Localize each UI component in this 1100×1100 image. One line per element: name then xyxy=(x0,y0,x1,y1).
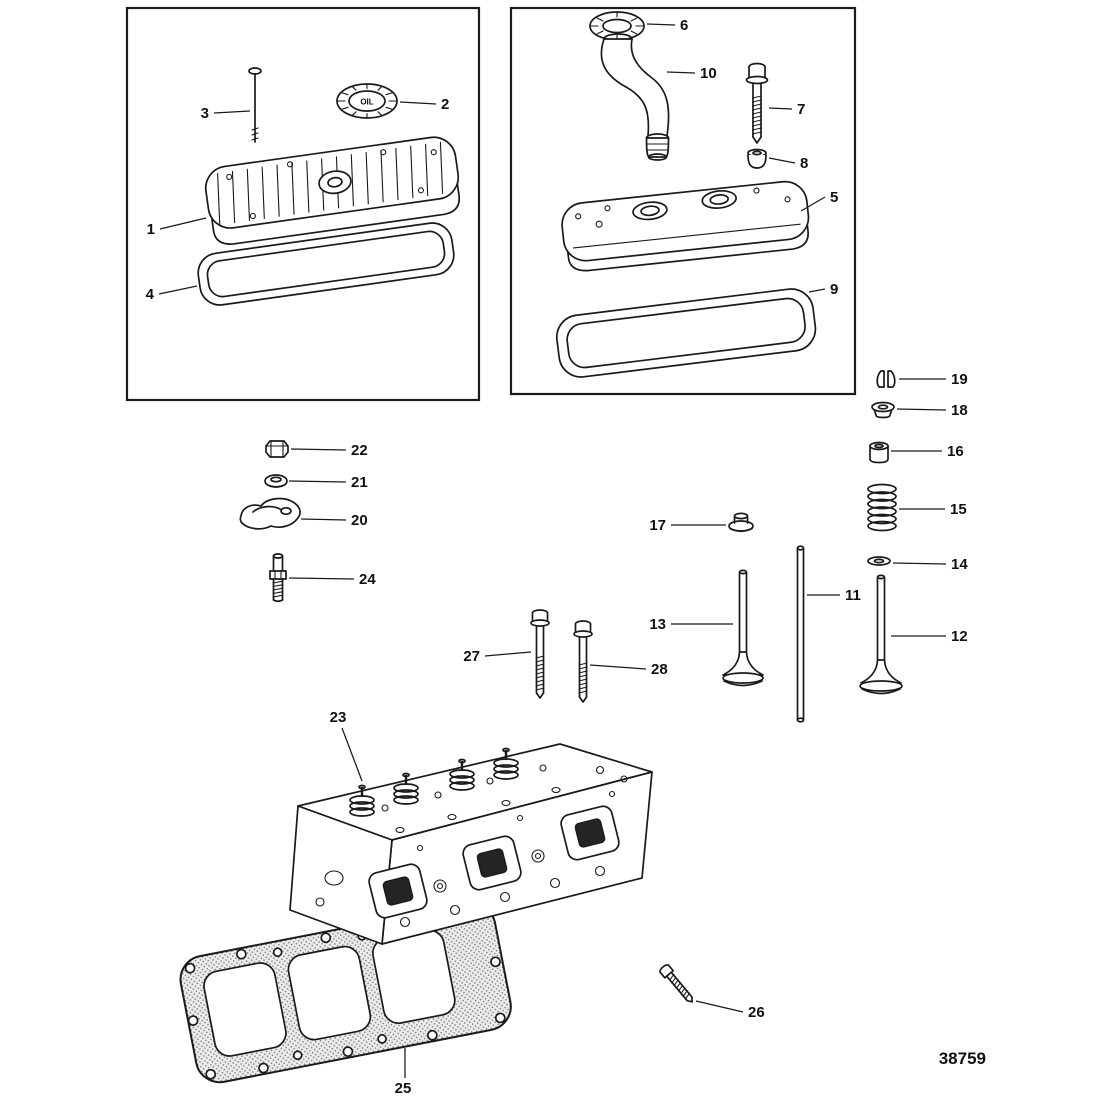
callout-17: 17 xyxy=(649,517,666,534)
exhaust-port xyxy=(368,863,428,919)
exhaust-port xyxy=(462,835,522,891)
valve-right xyxy=(859,574,903,695)
callout-23: 23 xyxy=(330,709,347,726)
cylinder-head xyxy=(289,743,653,945)
valve-cover-stud xyxy=(248,67,262,143)
callout-10: 10 xyxy=(700,65,717,82)
oil-cap-label: OIL xyxy=(360,98,373,107)
valve-cover-port xyxy=(204,136,461,245)
callout-11: 11 xyxy=(845,587,861,604)
valve-cover-bolt xyxy=(745,62,769,144)
callout-26: 26 xyxy=(748,1004,765,1021)
callout-8: 8 xyxy=(800,155,808,172)
callout-22: 22 xyxy=(351,442,368,459)
callout-9: 9 xyxy=(830,281,838,298)
pushrod xyxy=(796,545,805,723)
callout-12: 12 xyxy=(951,628,968,645)
head-bolt-short xyxy=(573,620,593,703)
panel-port-valve-cover xyxy=(125,6,481,402)
callout-28: 28 xyxy=(651,661,668,678)
head-gasket xyxy=(179,902,512,1084)
valve-cover-gasket-port xyxy=(197,222,455,306)
callout-21: 21 xyxy=(351,474,368,491)
valve-cover-starboard xyxy=(561,180,810,272)
exhaust-port xyxy=(560,805,620,861)
callout-27: 27 xyxy=(463,648,480,665)
callout-18: 18 xyxy=(951,402,968,419)
callout-2: 2 xyxy=(441,96,449,113)
rocker-stud xyxy=(269,553,287,603)
breather-tube xyxy=(600,33,670,161)
drawing-number: 38759 xyxy=(939,1049,986,1068)
callout-14: 14 xyxy=(951,556,968,573)
callout-16: 16 xyxy=(947,443,964,460)
grommet xyxy=(747,148,767,169)
callout-5: 5 xyxy=(830,189,838,206)
spring-shim xyxy=(867,556,891,566)
callout-1: 1 xyxy=(147,221,155,238)
rocker-ball xyxy=(264,474,288,488)
valve-spring xyxy=(867,483,897,532)
leader-lines xyxy=(158,23,947,1078)
callout-7: 7 xyxy=(797,101,805,118)
callout-3: 3 xyxy=(201,105,209,122)
installed-valve-springs xyxy=(349,747,519,817)
rocker-nut xyxy=(265,440,289,458)
valve-stem-seal xyxy=(869,441,889,464)
oil-fill-cap: OIL xyxy=(336,83,398,119)
rocker-arm xyxy=(239,497,301,530)
callout-6: 6 xyxy=(680,17,688,34)
valve-stem-seal-installed xyxy=(728,512,754,533)
callout-4: 4 xyxy=(146,286,155,303)
callout-19: 19 xyxy=(951,371,968,388)
panel-starboard-valve-cover xyxy=(509,6,857,396)
valve-cover-gasket-starboard xyxy=(555,288,817,378)
callout-13: 13 xyxy=(649,616,666,633)
valve-left xyxy=(722,569,764,687)
head-bolt-long xyxy=(530,609,550,699)
callout-20: 20 xyxy=(351,512,368,529)
valve-keepers xyxy=(876,370,896,388)
callout-24: 24 xyxy=(359,571,376,588)
callout-15: 15 xyxy=(950,501,967,518)
callout-25: 25 xyxy=(395,1080,412,1097)
intake-bolt xyxy=(659,964,693,1003)
spring-retainer xyxy=(871,401,895,419)
breather-cap xyxy=(589,11,645,41)
